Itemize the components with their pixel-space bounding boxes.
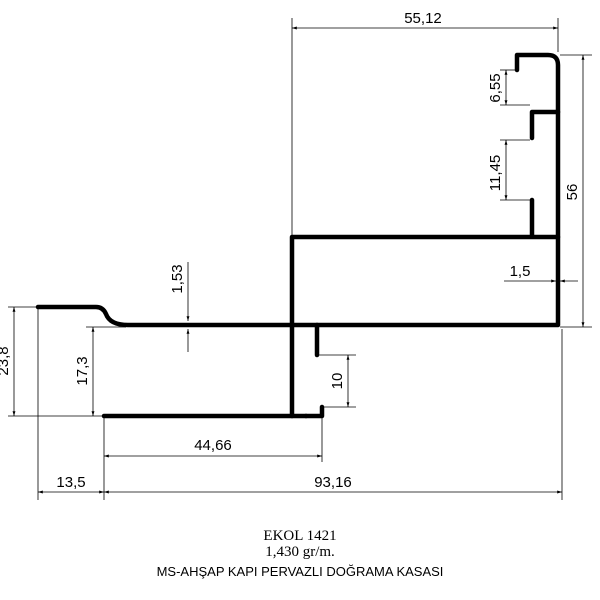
title-block: EKOL 1421 1,430 gr/m. MS-AHŞAP KAPI PERV… bbox=[0, 528, 600, 584]
dim-wall-web-label: 1,53 bbox=[169, 264, 186, 293]
dim-height-label: 56 bbox=[564, 184, 581, 201]
dim-bottom-left-label: 13,5 bbox=[56, 474, 85, 491]
dimension-labels: 55,12 56 6,55 11,45 1,5 1,53 23,8 17,3 4… bbox=[0, 10, 581, 491]
profile-description: MS-AHŞAP KAPI PERVAZLI DOĞRAMA KASASI bbox=[156, 564, 444, 579]
dim-bottom-total-label: 93,16 bbox=[314, 474, 352, 491]
model-name: EKOL 1421 bbox=[263, 528, 337, 544]
dim-left-height-label: 23,8 bbox=[0, 346, 12, 375]
dim-wall-right-label: 1,5 bbox=[510, 263, 531, 280]
dim-top-width-label: 55,12 bbox=[404, 10, 442, 27]
dim-inner-height-label: 17,3 bbox=[74, 356, 91, 385]
profile-bottom-hook bbox=[303, 404, 325, 419]
weight-per-meter: 1,430 gr/m. bbox=[265, 544, 335, 560]
aluminium-profile bbox=[35, 52, 561, 419]
dim-gap-top-label: 6,55 bbox=[487, 73, 504, 102]
dimension-lines bbox=[8, 18, 592, 500]
profile-upper-tooth bbox=[529, 109, 561, 141]
dim-leg-label: 10 bbox=[329, 373, 346, 390]
profile-upper-arm bbox=[35, 304, 295, 328]
dim-inner-width-label: 44,66 bbox=[194, 437, 232, 454]
dim-gap-mid-label: 11,45 bbox=[487, 155, 504, 191]
profile-box bbox=[289, 234, 561, 328]
profile-right-wall bbox=[514, 52, 561, 240]
